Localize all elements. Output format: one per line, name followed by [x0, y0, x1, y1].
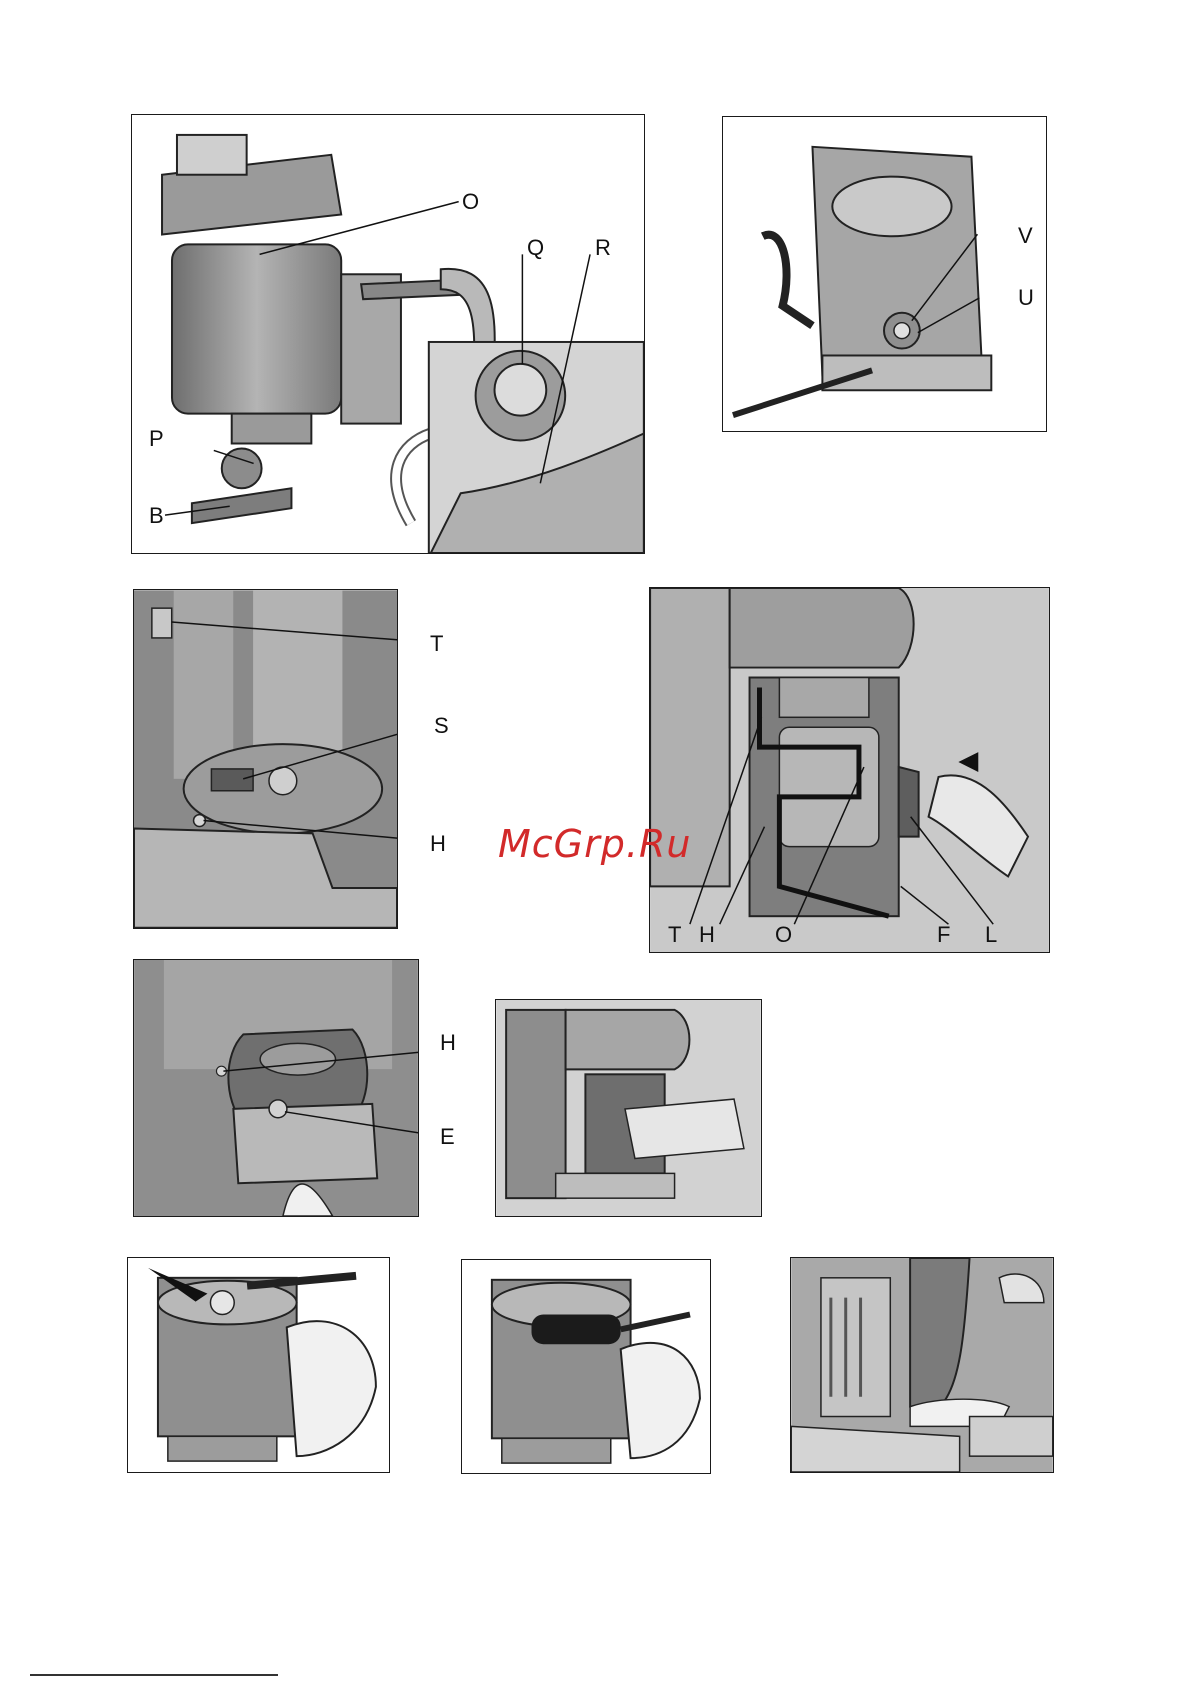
label-F: F [937, 924, 950, 946]
figure-unit-interior: V U [722, 116, 1047, 432]
label-V: V [1018, 225, 1033, 247]
fig5-label-E: E [440, 1126, 455, 1148]
label-L: L [985, 924, 997, 946]
figure-drip-area [133, 959, 419, 1217]
brew-unit-illustration [132, 115, 644, 553]
remove-tray-illustration [791, 1258, 1053, 1472]
label-R: R [595, 237, 611, 259]
machine-unit-in-illustration [496, 1000, 761, 1216]
figure-clean-arrow [127, 1257, 390, 1473]
label-U: U [1018, 287, 1034, 309]
insert-unit-illustration [650, 588, 1049, 952]
label-P: P [149, 428, 164, 450]
label-B: B [149, 505, 164, 527]
brush-unit-illustration [462, 1260, 710, 1473]
label-T: T [668, 924, 681, 946]
label-H: H [699, 924, 715, 946]
figure-brush-unit [461, 1259, 711, 1474]
fig5-label-H: H [440, 1032, 456, 1054]
label-O: O [775, 924, 792, 946]
footer-rule [30, 1674, 278, 1676]
figure-insert-unit: T H O F L [649, 587, 1050, 953]
unit-interior-illustration [723, 117, 1046, 431]
figure-machine-base [133, 589, 398, 929]
fig3-label-H: H [430, 833, 446, 855]
fig3-label-S: S [434, 715, 449, 737]
watermark: McGrp.Ru [498, 822, 691, 866]
machine-base-illustration [134, 590, 397, 928]
drip-area-illustration [134, 960, 418, 1216]
figure-remove-tray [790, 1257, 1054, 1473]
fig3-label-T: T [430, 633, 443, 655]
label-Q: Q [527, 237, 544, 259]
figure-machine-unit-in [495, 999, 762, 1217]
figure-brew-unit: O Q R P B [131, 114, 645, 554]
label-O: O [462, 191, 479, 213]
clean-arrow-illustration [128, 1258, 389, 1472]
